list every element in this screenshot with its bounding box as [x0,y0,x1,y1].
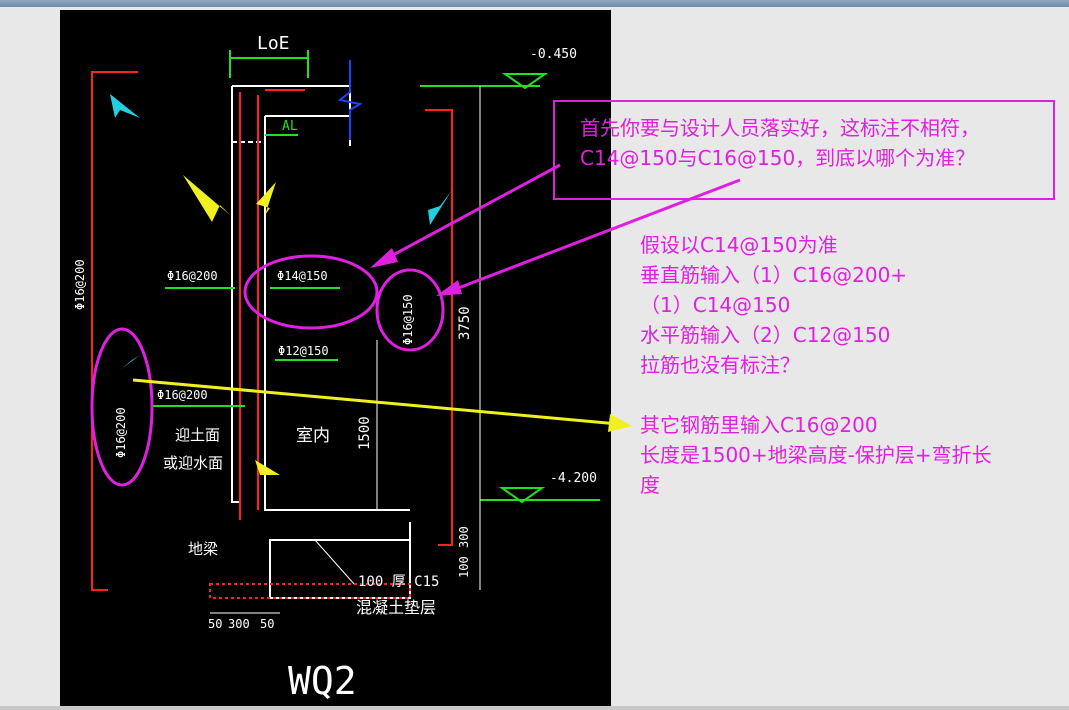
rebar-left-vertical-label: Φ16@200 [73,259,87,310]
rebar-inner-label: Φ14@150 [277,269,328,283]
soil-side-label: 迎土面 [175,426,221,444]
cyan-arrow-1 [110,94,140,118]
yellow-arrow-3 [255,460,280,475]
wall-outline-right [264,116,410,511]
assume-line-1: 假设以C14@150为准 [640,233,838,257]
rebar-left-lower-label: Φ16@200 [157,388,208,402]
indoor-label: 室内 [296,426,330,446]
water-side-label: 或迎水面 [163,454,224,472]
dim-50-right-label: 50 [260,617,275,631]
al-label: AL [282,119,298,134]
yellow-arrow-2 [256,182,276,215]
elev-symbol-top [501,73,549,90]
dim-50-left-label: 50 [208,617,223,631]
elev-symbol-bottom [498,487,546,504]
dim-100-label: 100 [457,556,471,578]
dim-1500-label: 1500 [357,416,373,450]
cushion-bottom [209,583,411,599]
cushion-leader [314,539,356,586]
rebar-red-right [425,109,453,546]
ground-beam-label: 地梁 [188,540,219,558]
elev-bottom-label: -4.200 [550,471,597,486]
assume-line-2: 垂直筋输入（1）C16@200+ [640,263,908,287]
other-line-1: 其它钢筋里输入C16@200 [640,413,878,437]
cyan-arrow-3 [120,355,140,370]
window-title-bar [0,0,1069,7]
bottom-border [0,706,1069,710]
rebar-left-mid-label: Φ16@200 [167,269,218,283]
dim-300-bottom-label: 300 [228,617,250,631]
rebar-right-ellipse-label: Φ16@150 [401,294,415,345]
drawing-title: WQ2 [288,659,357,703]
wall-outline-left [231,86,240,503]
dim-300-label: 300 [457,526,471,548]
ellipse-right-rebar [375,268,445,352]
rebar-horizontal-label: Φ12@150 [278,344,329,358]
assume-line-5: 拉筋也没有标注？ [640,353,800,377]
assume-line-3: （1）C14@150 [640,293,791,317]
cushion-thickness-label: 100 厚 C15 [358,574,440,590]
assume-line-4: 水平筋输入（2）C12@150 [640,323,891,347]
ellipse-inner-rebar [243,254,379,330]
cad-drawing-lines [90,50,600,614]
dim-3750-label: 3750 [457,306,473,340]
loe-label: LoE [257,33,290,54]
cushion-name-label: 混凝土垫层 [356,598,437,617]
cyan-arrow-2 [428,190,452,225]
yellow-arrowhead-long [608,414,632,432]
other-line-2: 长度是1500+地梁高度-保护层+弯折长 [640,443,992,467]
rebar-left-ellipse-label: Φ16@200 [114,407,128,458]
elev-top-label: -0.450 [530,47,577,62]
break-line [337,60,363,140]
yellow-arrow-1 [183,175,230,222]
note-box-line-1: 首先你要与设计人员落实好，这标注不相符， [580,116,980,140]
rebar-left-outer [91,71,138,591]
cad-drawing: LoE AL -0.450 -4.200 Φ16@200 Φ16@200 Φ14… [60,10,611,710]
ground-beam [270,522,411,541]
note-box [553,100,1055,200]
note-box-line-2: C14@150与C16@150，到底以哪个为准？ [580,146,976,170]
other-line-3: 度 [640,473,660,497]
